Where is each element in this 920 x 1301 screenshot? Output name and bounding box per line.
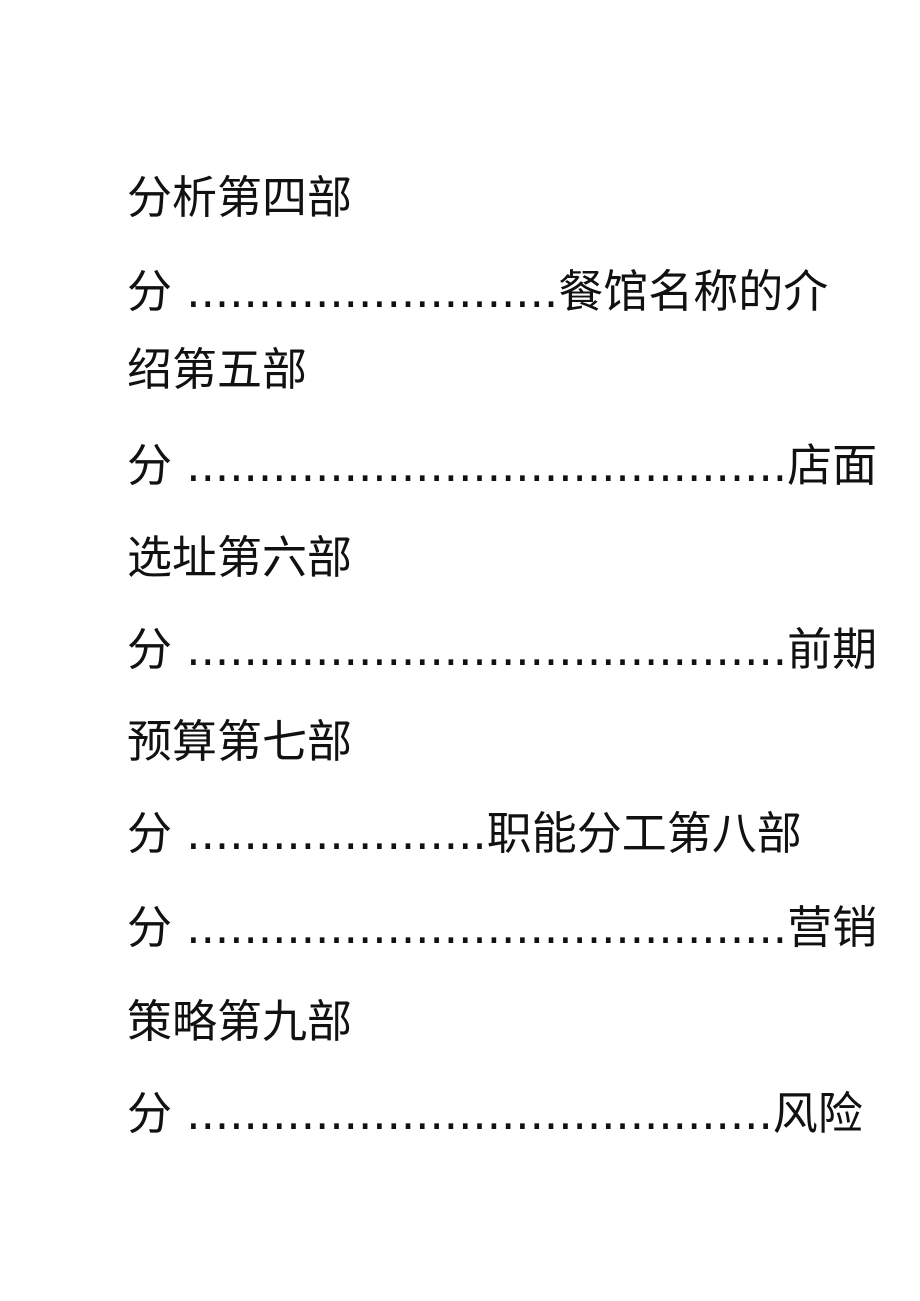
toc-line: 分 ......................................… [127, 1087, 863, 1140]
toc-line: 分 ......................................… [127, 439, 878, 492]
toc-line: 选址第六部 [127, 531, 353, 584]
toc-line: 绍第五部 [127, 343, 308, 396]
toc-line: 分 .....................职能分工第八部 [127, 807, 802, 860]
toc-line: 分 ..........................餐馆名称的介 [127, 265, 829, 318]
toc-line: 分 ......................................… [127, 623, 878, 676]
toc-line: 分 ......................................… [127, 901, 878, 954]
toc-line: 预算第七部 [127, 715, 353, 768]
toc-line: 策略第九部 [127, 995, 353, 1048]
toc-line: 分析第四部 [127, 171, 353, 224]
